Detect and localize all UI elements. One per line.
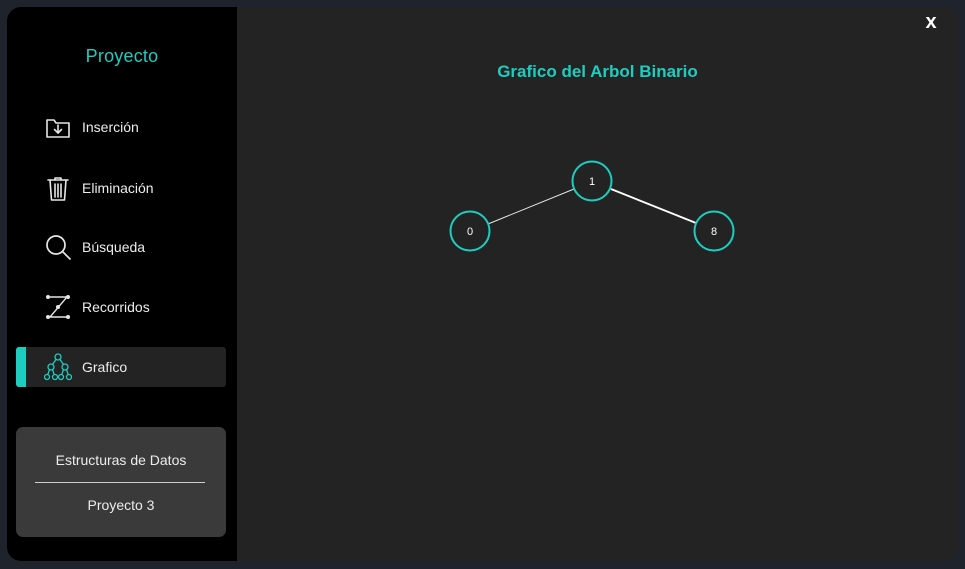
close-button[interactable]: x bbox=[925, 11, 937, 33]
tree-node-left: 0 bbox=[449, 210, 491, 252]
tree-edge-root-left bbox=[487, 188, 575, 225]
sidebar-item-label: Grafico bbox=[82, 359, 128, 375]
sidebar-item-label: Inserción bbox=[82, 119, 139, 135]
tree-node-label: 8 bbox=[711, 226, 717, 238]
sidebar-item-insercion[interactable]: Inserción bbox=[16, 107, 226, 147]
sidebar-item-recorridos[interactable]: Recorridos bbox=[16, 287, 226, 327]
sidebar-item-label: Eliminación bbox=[82, 180, 154, 196]
page-title: Grafico del Arbol Binario bbox=[497, 62, 698, 81]
divider bbox=[35, 482, 205, 483]
sidebar-item-label: Recorridos bbox=[82, 299, 150, 315]
sidebar-item-label: Búsqueda bbox=[82, 239, 146, 255]
tree-node-right: 8 bbox=[693, 210, 735, 252]
app-title: Proyecto bbox=[85, 46, 159, 66]
course-name: Estructuras de Datos bbox=[55, 452, 187, 468]
search-icon bbox=[44, 233, 72, 261]
sidebar-item-eliminacion[interactable]: Eliminación bbox=[16, 168, 226, 208]
tree-node-root: 1 bbox=[571, 160, 613, 202]
tree-node-label: 0 bbox=[467, 226, 473, 238]
app-window: Proyecto Inserción Eliminación bbox=[7, 7, 958, 561]
trash-icon bbox=[44, 174, 72, 202]
tree-graph-icon bbox=[44, 353, 72, 381]
project-name: Proyecto 3 bbox=[87, 497, 155, 513]
sidebar-item-busqueda[interactable]: Búsqueda bbox=[16, 227, 226, 267]
sidebar: Proyecto Inserción Eliminación bbox=[7, 7, 237, 561]
sidebar-item-grafico[interactable]: Grafico bbox=[16, 347, 226, 387]
traversal-path-icon bbox=[44, 293, 72, 321]
binary-tree-graph: 1 0 8 bbox=[449, 160, 735, 252]
folder-download-icon bbox=[44, 113, 72, 141]
tree-node-label: 1 bbox=[589, 176, 595, 188]
tree-edge-root-right bbox=[610, 188, 697, 224]
project-info-card: Estructuras de Datos Proyecto 3 bbox=[16, 427, 226, 537]
